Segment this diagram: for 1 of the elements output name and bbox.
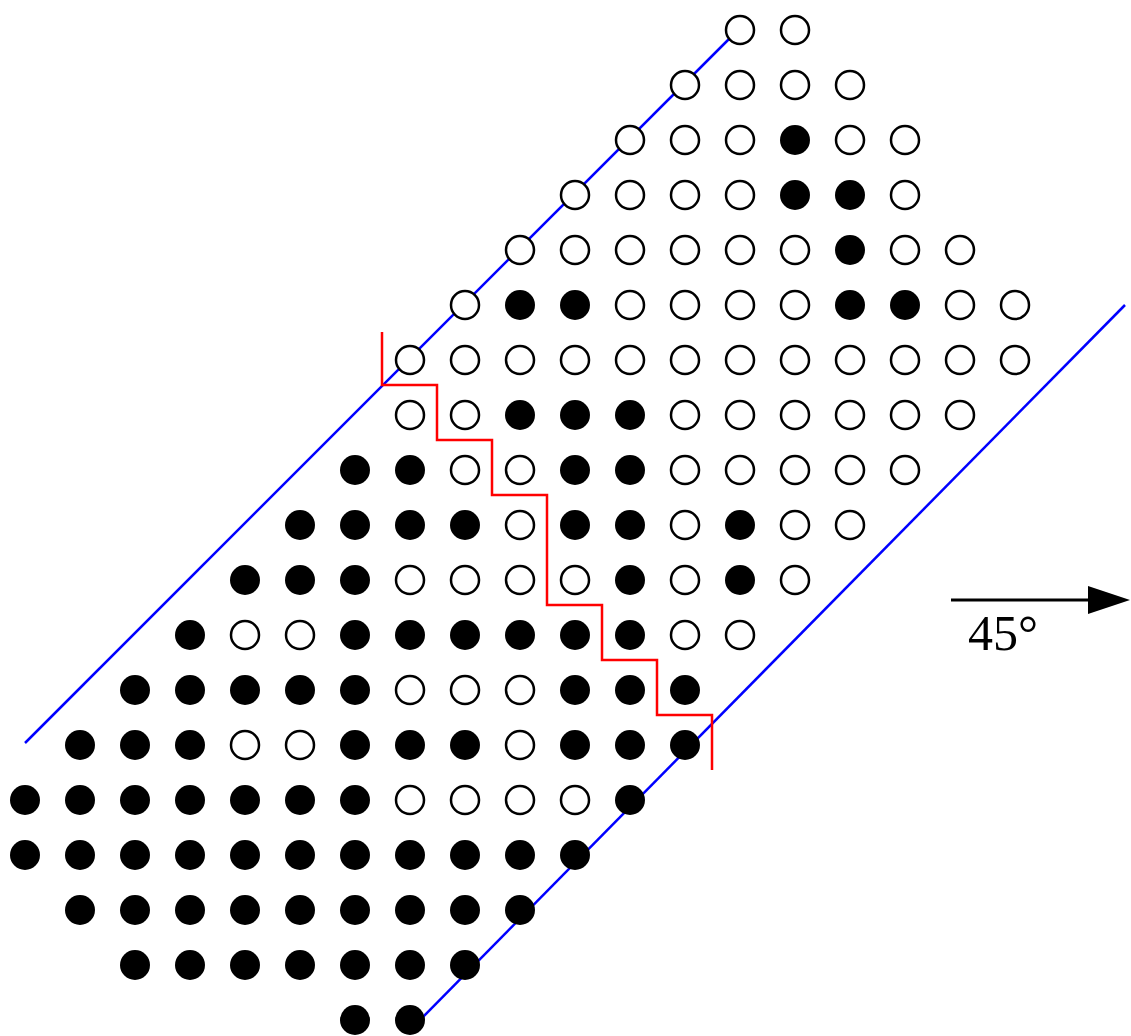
angle-label: 45°	[968, 608, 1038, 658]
